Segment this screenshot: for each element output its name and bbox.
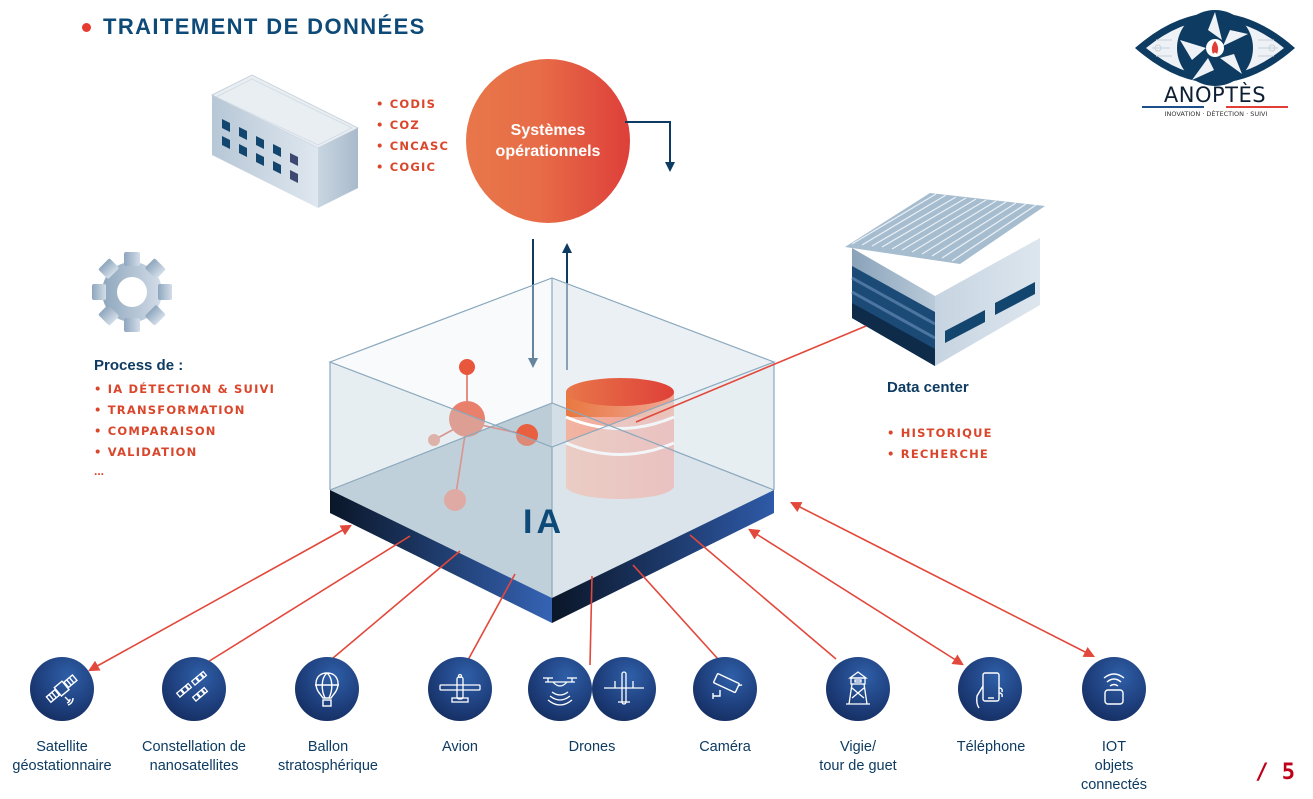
centre-item: COGIC [376, 157, 449, 178]
systemes-label: Systèmes opérationnels [466, 120, 630, 162]
label-line: connectés [1080, 777, 1148, 793]
logo-underline-red [1226, 106, 1288, 108]
phone-icon [976, 672, 1003, 709]
datacenter-list: HISTORIQUE RECHERCHE [887, 423, 993, 465]
balloon-icon [315, 672, 339, 707]
fixed-wing-drone-icon [604, 671, 644, 705]
label-line: Ballon [307, 739, 349, 755]
datacenter-building-icon [845, 193, 1045, 366]
datacenter-heading: Data center [887, 379, 969, 396]
link-balloon [319, 550, 461, 670]
title-bullet [82, 22, 91, 32]
iot-icon [1103, 673, 1125, 705]
process-item: TRANSFORMATION [94, 400, 275, 421]
link-vigie [689, 534, 837, 660]
label-line: Vigie/ [839, 739, 876, 755]
datacenter-link [635, 325, 867, 423]
source-telephone[interactable] [958, 657, 1022, 721]
database-icon [565, 378, 675, 499]
label-line: IOT [1101, 739, 1127, 755]
label-drones: Drones [522, 738, 662, 757]
link-drones [589, 575, 593, 666]
label-line: Téléphone [956, 739, 1026, 755]
logo-tagline: INOVATION · DÉTECTION · SUIVI [1164, 110, 1268, 118]
centre-item: COZ [376, 115, 449, 136]
label-line: objets [1094, 758, 1134, 774]
link-iot [790, 501, 1095, 658]
sysop-output-arrow [625, 121, 675, 172]
logo-underline-blue [1142, 106, 1204, 108]
label-iot: IOT objets connectés [1044, 738, 1184, 795]
label-line: nanosatellites [149, 758, 239, 774]
page-title: TRAITEMENT DE DONNÉES [82, 14, 426, 40]
source-drone-quad[interactable] [528, 657, 592, 721]
airplane-icon [439, 673, 481, 703]
label-line: Constellation de [142, 739, 246, 755]
source-camera[interactable] [693, 657, 757, 721]
label-avion: Avion [390, 738, 530, 757]
source-satellite[interactable] [30, 657, 94, 721]
centres-list: CODIS COZ CNCASC COGIC [376, 94, 449, 178]
centre-item: CODIS [376, 94, 449, 115]
process-heading: Process de : [94, 357, 184, 374]
source-nanosatellites[interactable] [162, 657, 226, 721]
label-satellite: Satellite géostationnaire [0, 738, 132, 776]
link-telephone [748, 528, 964, 666]
systemes-line1: Systèmes [510, 122, 586, 139]
nanosatellites-icon [175, 670, 209, 702]
systemes-line2: opérationnels [495, 143, 601, 160]
ia-core-box [328, 277, 776, 623]
label-balloon: Ballon stratosphérique [258, 738, 398, 776]
drone-icon [543, 677, 577, 706]
source-vigie[interactable] [826, 657, 890, 721]
ia-label: IA [523, 503, 565, 541]
source-balloon[interactable] [295, 657, 359, 721]
link-avion [467, 573, 516, 661]
logo-name: ANOPTÈS [1163, 83, 1267, 107]
office-building-icon [210, 74, 360, 208]
gear-icon [92, 252, 172, 332]
systemes-circle [466, 59, 630, 223]
page-number: / 5 [1255, 760, 1295, 785]
watchtower-icon [846, 671, 870, 705]
label-telephone: Téléphone [921, 738, 1061, 757]
label-nanosatellites: Constellation de nanosatellites [124, 738, 264, 776]
source-drone-fixed-wing[interactable] [592, 657, 656, 721]
link-nanosatellites [194, 535, 411, 671]
satellite-icon [45, 674, 78, 706]
datacenter-item: RECHERCHE [887, 444, 993, 465]
security-camera-icon [712, 673, 743, 699]
centre-item: CNCASC [376, 136, 449, 157]
process-item: IA DÉTECTION & SUIVI [94, 379, 275, 400]
eye-shutter-flame-icon [1135, 10, 1295, 86]
anoptes-logo: ANOPTÈS INOVATION · DÉTECTION · SUIVI [1130, 0, 1300, 122]
label-line: tour de guet [819, 758, 897, 774]
title-text: TRAITEMENT DE DONNÉES [103, 14, 426, 39]
label-line: Avion [441, 739, 478, 755]
label-camera: Caméra [655, 738, 795, 757]
source-iot[interactable] [1082, 657, 1146, 721]
neural-molecule-icon [428, 359, 538, 511]
link-satellite [88, 524, 352, 672]
label-line: Satellite [36, 739, 88, 755]
label-line: Caméra [699, 739, 751, 755]
source-avion[interactable] [428, 657, 492, 721]
label-vigie: Vigie/ tour de guet [788, 738, 928, 776]
process-item: VALIDATION [94, 442, 275, 463]
label-line: Drones [568, 739, 616, 755]
label-line: stratosphérique [278, 758, 378, 774]
datacenter-item: HISTORIQUE [887, 423, 993, 444]
label-line: géostationnaire [12, 758, 112, 774]
process-item: COMPARAISON [94, 421, 275, 442]
link-camera [632, 564, 719, 660]
process-list: IA DÉTECTION & SUIVI TRANSFORMATION COMP… [94, 379, 275, 463]
process-ellipsis: ... [94, 464, 105, 478]
